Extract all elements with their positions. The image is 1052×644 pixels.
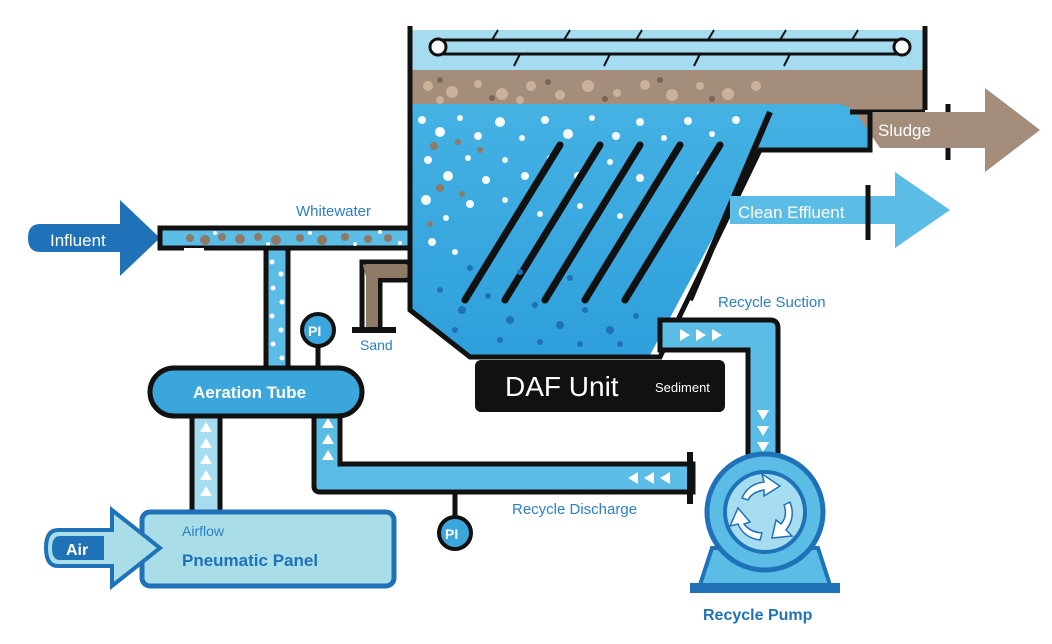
pressure-indicator-bottom: PI — [437, 492, 473, 551]
sand-label: Sand — [360, 337, 393, 353]
pneumatic-panel: Airflow Pneumatic Panel — [139, 509, 397, 589]
recycle-discharge-pipe: Recycle Discharge — [311, 407, 696, 518]
daf-unit-base: DAF Unit Sediment — [475, 360, 725, 412]
airflow-label: Airflow — [182, 523, 225, 539]
aeration-tube: Aeration Tube — [147, 365, 365, 419]
whitewater-pipe: Whitewater — [157, 203, 418, 251]
recycle-discharge-label: Recycle Discharge — [512, 501, 637, 518]
pneumatic-panel-label: Pneumatic Panel — [182, 551, 318, 570]
clean-effluent-outlet: Clean Effluent — [730, 172, 950, 248]
aeration-riser-pipes — [184, 245, 291, 381]
whitewater-label: Whitewater — [296, 203, 371, 220]
pressure-indicator-top: PI — [300, 312, 336, 370]
daf-tank — [352, 26, 928, 360]
pi-bottom-label: PI — [445, 526, 458, 542]
recycle-suction-pipe: Recycle Suction — [657, 294, 826, 473]
influent-arrow: Influent — [28, 200, 160, 276]
sludge-outlet: Sludge — [850, 88, 1040, 172]
air-inlet-arrow: Air — [43, 505, 164, 591]
pi-top-label: PI — [308, 323, 321, 339]
aeration-tube-label: Aeration Tube — [193, 383, 306, 402]
recycle-pump-label: Recycle Pump — [703, 607, 813, 624]
air-label: Air — [66, 542, 88, 559]
sediment-label: Sediment — [655, 380, 710, 395]
recycle-pump: Recycle Pump — [690, 451, 840, 624]
influent-label: Influent — [50, 231, 106, 250]
recycle-suction-label: Recycle Suction — [718, 294, 826, 311]
clean-effluent-label: Clean Effluent — [738, 203, 845, 222]
airflow-riser — [189, 413, 223, 519]
daf-unit-label: DAF Unit — [505, 371, 619, 402]
sludge-label: Sludge — [878, 121, 931, 140]
